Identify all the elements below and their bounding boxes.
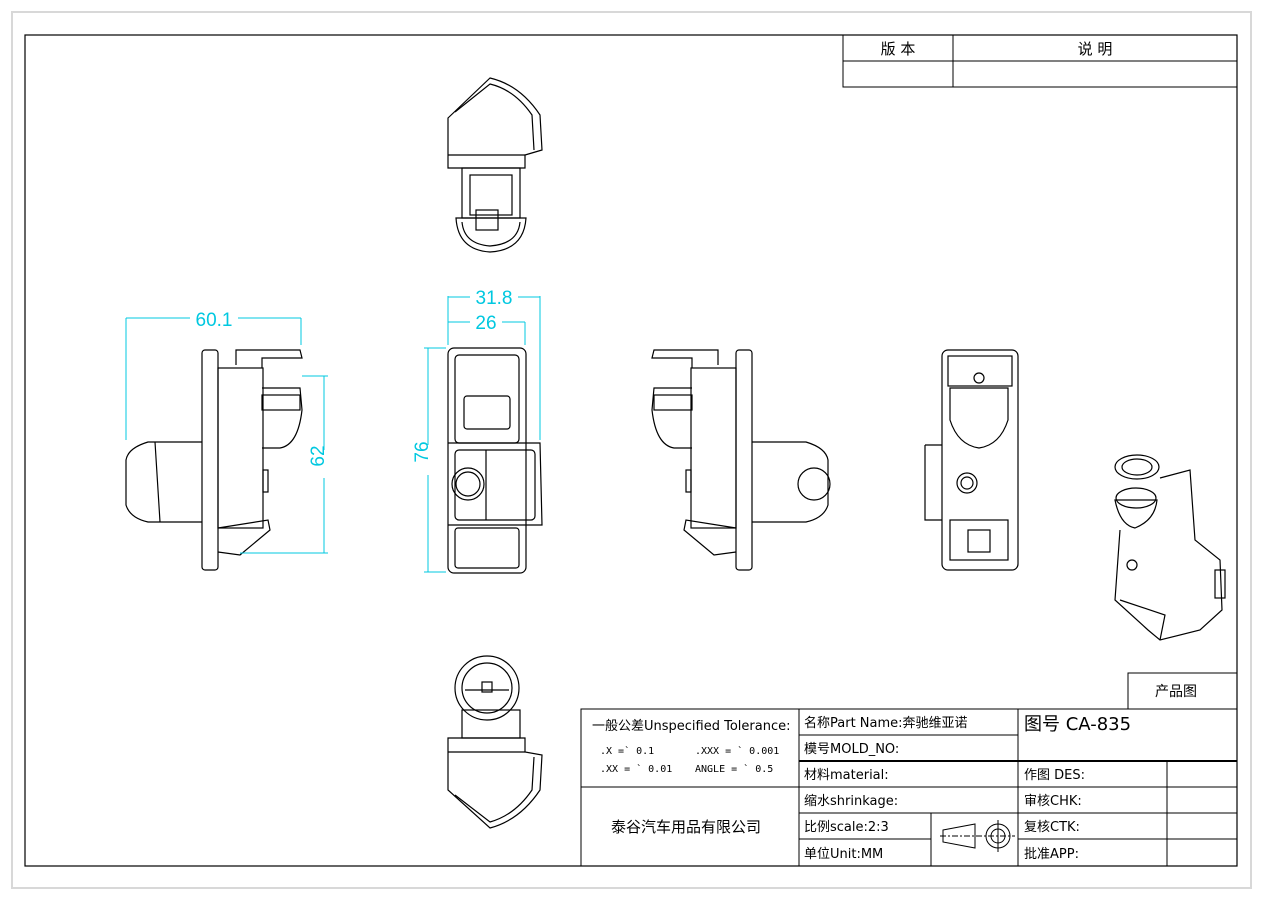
mold-no: 模号MOLD_NO:: [804, 742, 899, 757]
shrinkage: 缩水shrinkage:: [804, 793, 898, 809]
product-label: 产品图: [1155, 684, 1197, 700]
isometric-view: [1114, 454, 1226, 641]
company-name: 泰谷汽车用品有限公司: [611, 818, 761, 836]
dim-width-outer: 31.8: [476, 288, 513, 309]
left-side-view: [125, 349, 303, 571]
dim-width-side: 60.1: [196, 310, 233, 331]
revision-table: [842, 34, 1238, 88]
top-view: [447, 77, 543, 253]
bottom-view: [447, 655, 543, 829]
dim-width-inner: 26: [475, 313, 496, 334]
title-block: [580, 708, 1238, 867]
dimension-lines: [125, 296, 541, 573]
outer-frame: [11, 11, 1252, 889]
tolerance-angle: ANGLE = ` 0.5: [695, 763, 773, 775]
dim-height-side: 62: [308, 445, 329, 466]
front-view: [447, 347, 543, 574]
tolerance-xx: .XX = ` 0.01: [600, 763, 672, 775]
tolerance-x: .X =` 0.1: [600, 745, 654, 757]
cross-checker: 复核CTK:: [1024, 820, 1080, 835]
designer: 作图 DES:: [1024, 768, 1085, 783]
checker: 审核CHK:: [1024, 794, 1082, 809]
rear-view: [924, 349, 1019, 571]
revision-description-header: 说 明: [1078, 40, 1113, 58]
approver: 批准APP:: [1024, 847, 1079, 862]
scale: 比例scale:2:3: [804, 820, 889, 835]
revision-version-header: 版 本: [881, 40, 916, 58]
drawing-border: [24, 34, 1238, 867]
material: 材料material:: [804, 768, 889, 783]
right-side-view: [651, 349, 831, 571]
tolerance-title: 一般公差Unspecified Tolerance:: [592, 718, 790, 734]
part-name: 名称Part Name:奔驰维亚诺: [804, 715, 968, 731]
unit: 单位Unit:MM: [804, 847, 883, 862]
tolerance-xxx: .XXX = ` 0.001: [695, 745, 779, 757]
drawing-number: 图号 CA-835: [1024, 714, 1131, 735]
dim-height-front: 76: [412, 441, 433, 462]
